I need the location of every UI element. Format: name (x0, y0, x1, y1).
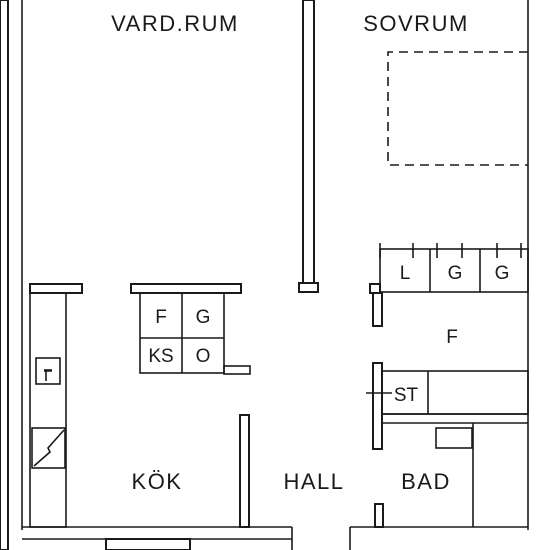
bathroom-label: BAD (401, 469, 451, 494)
hall-partition (239, 414, 250, 528)
closet-wall-stub (372, 292, 383, 327)
cleaning-cabinet-label: ST (394, 385, 419, 406)
sink-icon (33, 429, 65, 467)
bedroom-label: SOVRUM (363, 11, 469, 36)
closet-wall-top (369, 283, 381, 294)
wardrobe-row (379, 248, 529, 293)
living-room-label: VARD.RUM (111, 11, 239, 36)
partition-living-bedroom (302, 0, 315, 284)
outer-wall-left (0, 0, 9, 550)
bath-wall-upper (372, 362, 383, 450)
wardrobe-2-label: G (495, 263, 510, 284)
bed-outline (387, 51, 528, 166)
stove-box (35, 357, 61, 385)
bath-door-post (374, 503, 384, 528)
kitchen-counter-top (29, 283, 83, 294)
appliance-block-top (130, 283, 242, 294)
kitchen-counter (29, 292, 67, 528)
wardrobe-1-label: G (448, 263, 463, 284)
appliance-block-tab (223, 365, 251, 375)
partition-living-bedroom-foot (298, 282, 319, 293)
closet-area-label: F (446, 327, 458, 348)
freezer-label: G (196, 307, 211, 328)
kitchen-label: KÖK (132, 469, 183, 494)
hall-label: HALL (283, 469, 344, 494)
stove-icon-mark (44, 370, 52, 381)
wardrobe-ticks (379, 243, 522, 258)
fridge-label: F (155, 307, 167, 328)
wardrobe-linen-label: L (400, 263, 411, 284)
oven-label: O (196, 346, 211, 367)
cold-storage-label: KS (148, 346, 173, 367)
washbasin (435, 427, 473, 449)
entrance-door (105, 538, 191, 550)
sink-box (31, 427, 66, 469)
